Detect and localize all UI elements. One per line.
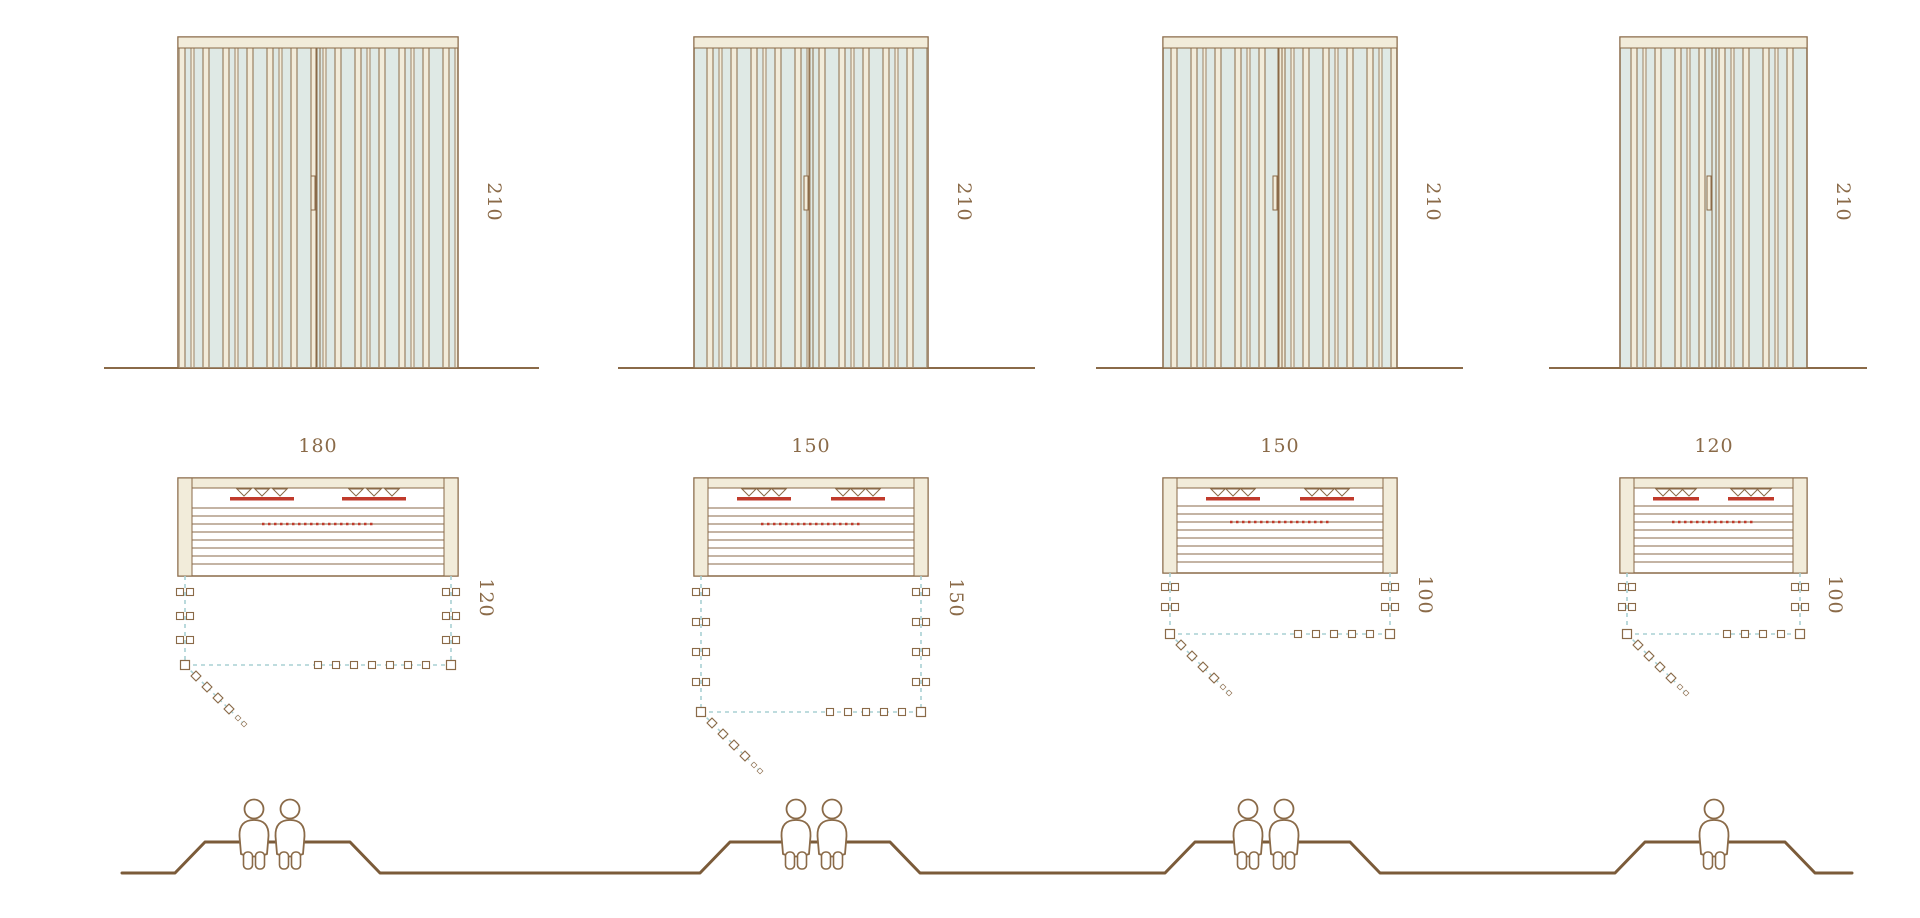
floor-plans: 180 120 <box>175 435 1846 775</box>
top-rail <box>1619 36 1808 49</box>
width-dimension-label: 120 <box>1694 435 1733 457</box>
slatted-front <box>1621 38 1806 367</box>
capacity-model-4 <box>1698 798 1730 870</box>
front-elevations: 210 210 210 <box>104 36 1867 369</box>
back-wall <box>1633 477 1794 489</box>
capacity-row <box>120 798 1854 875</box>
slatted-front <box>1164 38 1396 367</box>
heater-element <box>342 488 406 501</box>
elevation-view-model-3: 210 <box>1096 36 1463 369</box>
depth-dimension-label: 150 <box>945 578 967 617</box>
plan-view-model-1: 180 120 <box>175 435 497 728</box>
heater-element <box>831 488 885 501</box>
width-dimension-label: 180 <box>298 435 337 457</box>
height-dimension-label: 210 <box>1422 182 1444 221</box>
bench-body <box>1619 477 1808 574</box>
plan-view-model-3: 150 100 <box>1160 435 1436 697</box>
person-icon <box>1232 798 1264 870</box>
bench-body <box>177 477 459 577</box>
bench-body <box>693 477 929 577</box>
width-dimension-label: 150 <box>791 435 830 457</box>
top-rail <box>1162 36 1398 49</box>
left-wall <box>177 477 193 577</box>
back-wall <box>191 477 445 489</box>
folding-door-plan <box>1160 573 1400 697</box>
bench-profile-line <box>120 840 1854 875</box>
bench-slats <box>708 507 914 565</box>
door-handle <box>1706 175 1712 211</box>
top-rail <box>693 36 929 49</box>
right-wall <box>913 477 929 577</box>
back-wall <box>707 477 915 489</box>
person-icon <box>274 798 306 870</box>
right-wall <box>1382 477 1398 574</box>
bench-body <box>1162 477 1398 574</box>
slatted-front <box>179 38 457 367</box>
right-wall <box>1792 477 1808 574</box>
person-icon <box>1268 798 1300 870</box>
person-icon <box>238 798 270 870</box>
bench-slats <box>1634 505 1793 563</box>
heater-element <box>1728 488 1774 501</box>
person-icon <box>816 798 848 870</box>
heater-element <box>230 488 294 501</box>
left-wall <box>1162 477 1178 574</box>
elevation-view-model-4: 210 <box>1549 36 1867 369</box>
height-dimension-label: 210 <box>1832 182 1854 221</box>
door-handle <box>310 175 316 211</box>
folding-door-plan <box>691 576 931 775</box>
left-wall <box>693 477 709 577</box>
plan-view-model-4: 120 100 <box>1617 435 1846 697</box>
top-rail <box>177 36 459 49</box>
capacity-model-3 <box>1232 798 1300 870</box>
person-icon <box>1698 798 1730 870</box>
left-wall <box>1619 477 1635 574</box>
door-handle <box>1272 175 1278 211</box>
folding-door-plan <box>1617 573 1810 697</box>
right-wall <box>443 477 459 577</box>
plan-view-model-2: 150 150 <box>691 435 967 775</box>
heater-element <box>1300 488 1354 501</box>
elevation-view-model-1: 210 <box>104 36 539 369</box>
slatted-front <box>695 38 927 367</box>
height-dimension-label: 210 <box>953 182 975 221</box>
person-icon <box>780 798 812 870</box>
elevation-view-model-2: 210 <box>618 36 1035 369</box>
heater-element <box>1206 488 1260 501</box>
back-wall <box>1176 477 1384 489</box>
door-handle <box>803 175 809 211</box>
height-dimension-label: 210 <box>483 182 505 221</box>
folding-door-plan <box>175 576 461 728</box>
capacity-model-1 <box>238 798 306 870</box>
heater-element <box>1653 488 1699 501</box>
heater-element <box>737 488 791 501</box>
capacity-model-2 <box>780 798 848 870</box>
depth-dimension-label: 100 <box>1414 575 1436 614</box>
depth-dimension-label: 120 <box>475 578 497 617</box>
depth-dimension-label: 100 <box>1824 575 1846 614</box>
width-dimension-label: 150 <box>1260 435 1299 457</box>
